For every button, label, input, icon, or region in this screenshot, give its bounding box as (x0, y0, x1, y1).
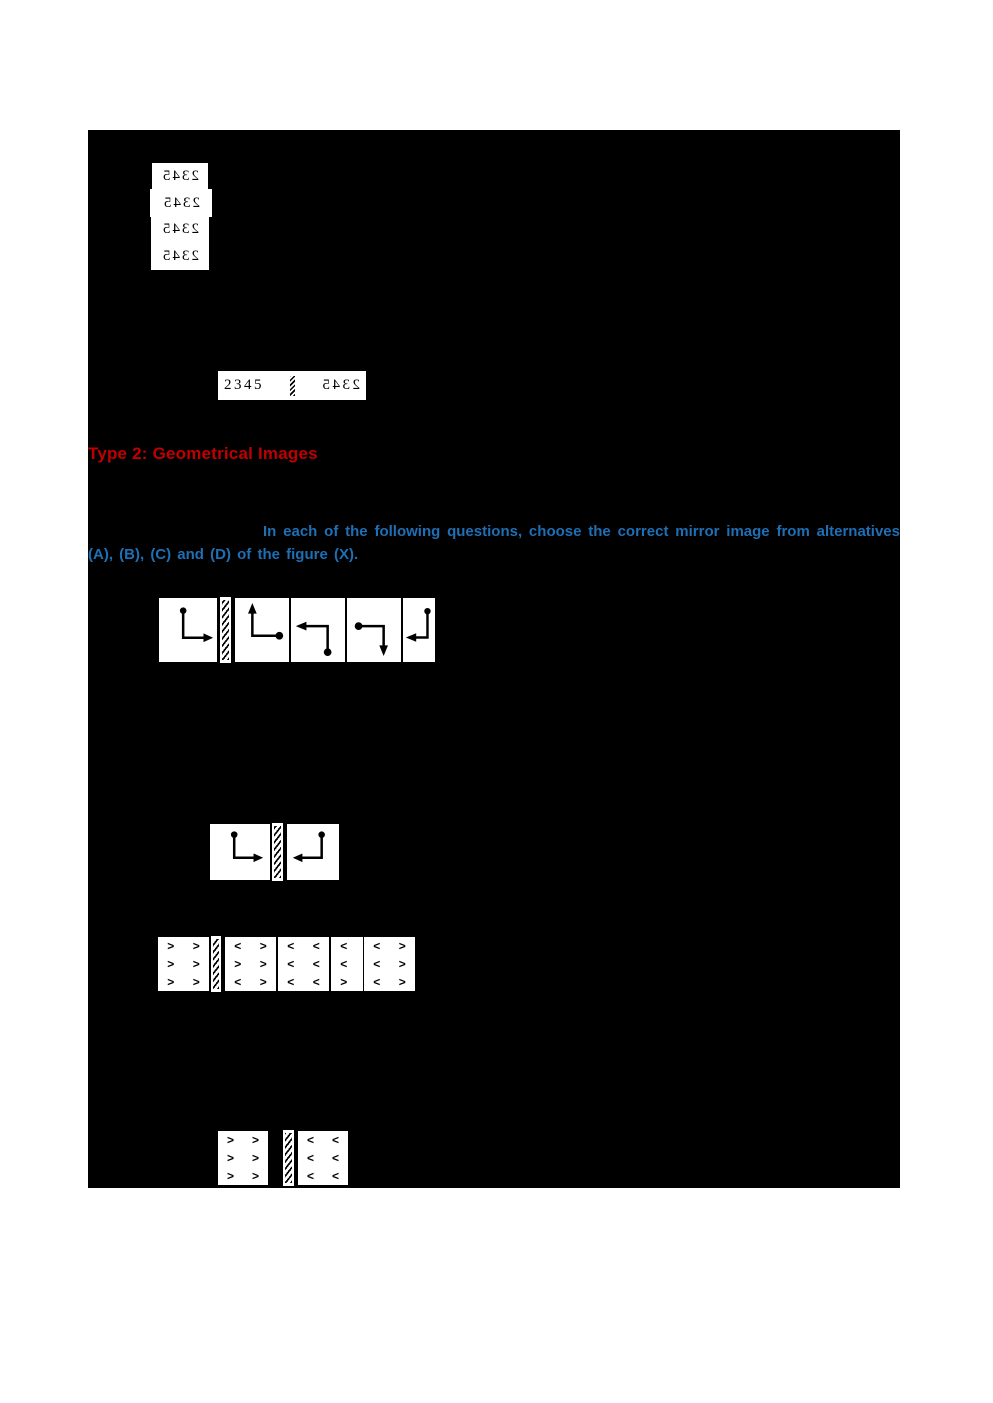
q1-option-b-panel[interactable] (290, 597, 346, 663)
q1-option-c-drawing (354, 622, 388, 657)
chevron-glyph: < (373, 939, 381, 953)
q1-option-a-panel[interactable] (234, 597, 290, 663)
q2-answer-mirror-hatch (283, 1130, 294, 1186)
digit-option-d-text: 2345 (161, 247, 199, 264)
chevron-glyph: > (251, 1169, 259, 1183)
digit-option-b-text: 2345 (162, 194, 200, 211)
q1-option-d-panel[interactable] (402, 597, 436, 663)
q1-mirror-hatch (220, 597, 231, 663)
digit-option-c: 2345 (151, 217, 209, 242)
chevron-glyph: < (287, 957, 295, 971)
chevron-glyph: < (234, 939, 242, 953)
chevron-glyph: > (340, 975, 348, 989)
chevron-glyph: > (226, 1133, 234, 1147)
q2-figure-x-panel: > > > > > > (157, 936, 210, 992)
chevron-glyph: > (226, 1151, 234, 1165)
q1-option-a-drawing (248, 603, 284, 640)
chevron-glyph: < (312, 957, 320, 971)
instruction-paragraph: In each of the following questions, choo… (88, 523, 900, 564)
chevron-glyph: < (331, 1133, 339, 1147)
chevron-glyph: > (167, 975, 175, 989)
chevron-glyph: > (398, 957, 406, 971)
chevron-glyph: > (398, 939, 406, 953)
q1-answer-mirror-drawing (292, 831, 325, 863)
q2-answer-mirror-panel: < < < < < < (297, 1130, 349, 1186)
q1-option-c-panel[interactable] (346, 597, 402, 663)
chevron-glyph: < (234, 975, 242, 989)
chevron-glyph: > (251, 1133, 259, 1147)
chevron-glyph: < (306, 1151, 314, 1165)
chevron-glyph: > (398, 975, 406, 989)
chevron-glyph: < (306, 1169, 314, 1183)
chevron-glyph: > (251, 1151, 259, 1165)
q2-option-a-panel[interactable]: < > > > < > (224, 936, 277, 992)
chevron-glyph: > (259, 957, 267, 971)
chevron-glyph: > (234, 957, 242, 971)
q1-answer-mirror-hatch (272, 823, 283, 881)
digit-option-a: 2345 (152, 163, 208, 189)
digit-option-a-text: 2345 (161, 167, 199, 184)
digit-option-c-text: 2345 (161, 221, 199, 237)
chevron-glyph: < (340, 957, 348, 971)
chevron-glyph: > (192, 939, 200, 953)
mirror-demo-mirrored: 2345 (320, 377, 360, 393)
chevron-glyph: < (373, 975, 381, 989)
chevron-glyph: > (259, 975, 267, 989)
digit-option-b: 2345 (150, 189, 212, 217)
q1-figure-x-panel (158, 597, 218, 663)
q1-option-b-drawing (295, 621, 332, 657)
q2-option-b-panel[interactable]: < < < < < < (277, 936, 330, 992)
q2-option-d-panel[interactable]: < > < > < > (363, 936, 416, 992)
q2-answer-original-panel: > > > > > > (217, 1130, 269, 1186)
q1-answer-mirror-panel (286, 823, 340, 881)
chevron-glyph: > (226, 1169, 234, 1183)
chevron-glyph: < (340, 939, 348, 953)
mirror-demo-original: 2345 (224, 377, 264, 393)
chevron-glyph: > (192, 975, 200, 989)
digit-option-d: 2345 (151, 242, 209, 270)
q2-mirror-hatch (211, 936, 221, 992)
chevron-glyph: < (331, 1151, 339, 1165)
chevron-glyph: > (167, 957, 175, 971)
q1-answer-original-panel (209, 823, 271, 881)
mirror-line-icon (289, 375, 295, 396)
chevron-glyph: < (287, 975, 295, 989)
mirror-demo-strip: 2345 2345 (218, 371, 366, 400)
page-heading-type2: Type 2: Geometrical Images (88, 444, 318, 463)
chevron-glyph: < (312, 975, 320, 989)
chevron-glyph: < (287, 939, 295, 953)
q1-option-d-drawing (405, 607, 431, 642)
chevron-glyph: > (259, 939, 267, 953)
chevron-glyph: < (306, 1133, 314, 1147)
q1-answer-original-drawing (230, 831, 264, 863)
chevron-glyph: < (373, 957, 381, 971)
chevron-glyph: > (167, 939, 175, 953)
chevron-glyph: > (192, 957, 200, 971)
q1-figure-x-drawing (179, 607, 214, 643)
chevron-glyph: < (312, 939, 320, 953)
chevron-glyph: < (331, 1169, 339, 1183)
